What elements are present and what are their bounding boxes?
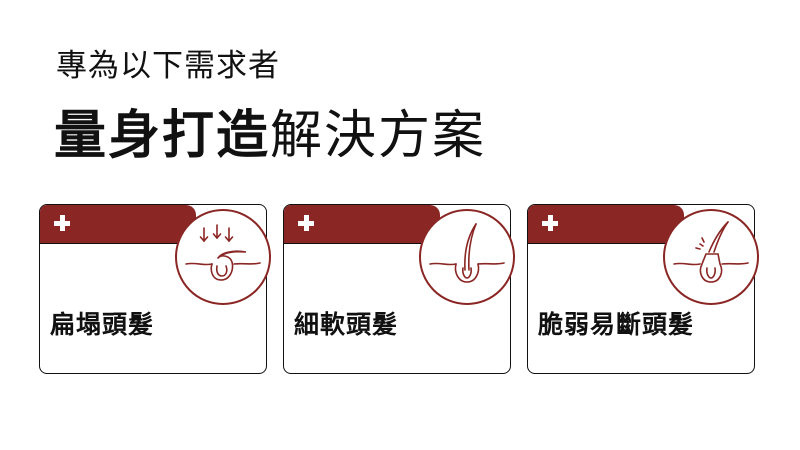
card-header xyxy=(284,205,440,244)
plus-icon[interactable] xyxy=(54,215,70,231)
card-label: 細軟頭髮 xyxy=(294,310,399,339)
card-brittle-hair[interactable]: 脆弱易斷頭髮 xyxy=(527,204,759,374)
page-title: 量身打造解決方案 xyxy=(54,104,486,168)
fine-hair-icon xyxy=(419,209,515,305)
card-header xyxy=(528,205,684,244)
card-flat-hair[interactable]: 扁塌頭髮 xyxy=(39,204,271,374)
title-light: 解決方案 xyxy=(270,106,487,166)
plus-icon[interactable] xyxy=(542,215,558,231)
card-label: 脆弱易斷頭髮 xyxy=(538,310,695,339)
flat-hair-icon xyxy=(175,209,271,305)
plus-icon[interactable] xyxy=(298,215,314,231)
subtitle: 專為以下需求者 xyxy=(56,48,280,84)
card-fine-hair[interactable]: 細軟頭髮 xyxy=(283,204,515,374)
card-label: 扁塌頭髮 xyxy=(50,310,155,339)
title-bold: 量身打造 xyxy=(54,106,271,166)
card-header xyxy=(40,205,196,244)
brittle-hair-icon xyxy=(663,209,759,305)
